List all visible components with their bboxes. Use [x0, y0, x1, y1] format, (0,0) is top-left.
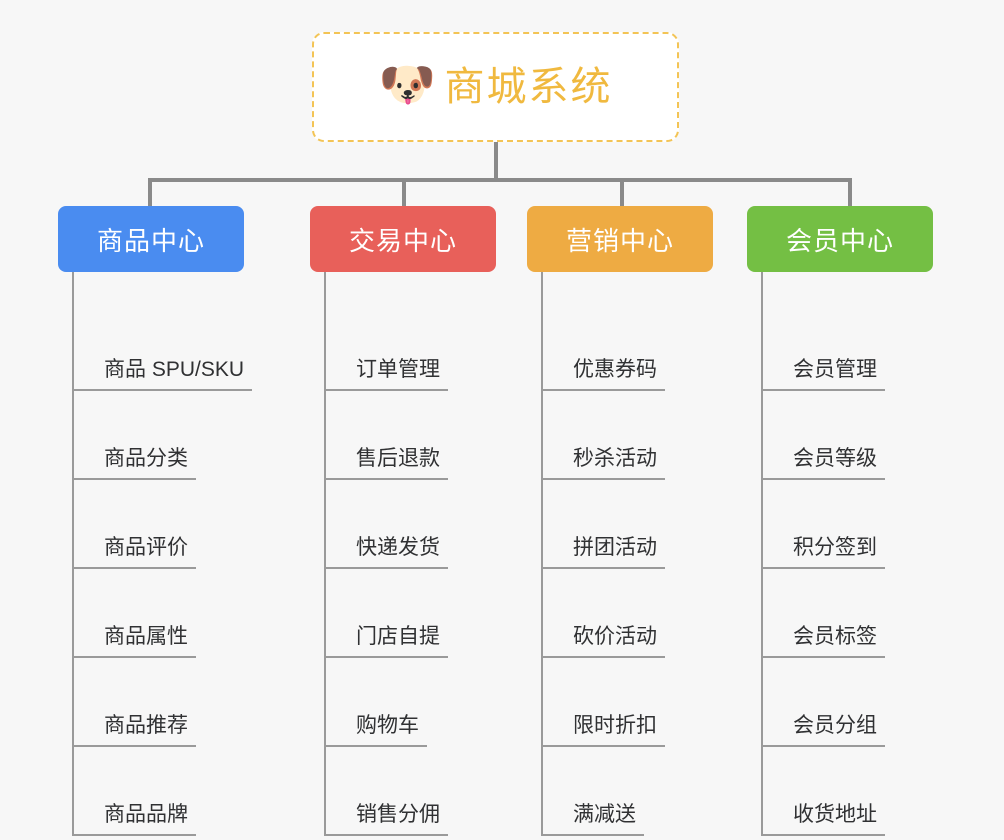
- leaf-list-member-center: 会员管理 会员等级 积分签到 会员标签 会员分组 收货地址: [761, 272, 947, 836]
- leaf-label: 购物车: [326, 713, 427, 747]
- list-item[interactable]: 秒杀活动: [543, 391, 727, 480]
- leaf-label: 快递发货: [326, 535, 448, 569]
- list-item[interactable]: 会员管理: [763, 302, 947, 391]
- category-label: 商品中心: [96, 225, 205, 256]
- list-item[interactable]: 优惠券码: [543, 302, 727, 391]
- list-item[interactable]: 门店自提: [326, 569, 518, 658]
- category-label: 营销中心: [565, 225, 674, 256]
- list-item[interactable]: 商品品牌: [74, 747, 286, 836]
- connector-drop-trade-center: [402, 180, 406, 210]
- leaf-label: 订单管理: [326, 357, 448, 391]
- list-item[interactable]: 购物车: [326, 658, 518, 747]
- list-item[interactable]: 限时折扣: [543, 658, 727, 747]
- connector-drop-member-center: [848, 180, 852, 210]
- column-product-center: 商品中心 商品 SPU/SKU 商品分类 商品评价 商品属性 商品推荐 商品品牌: [58, 206, 286, 836]
- leaf-label: 优惠券码: [543, 357, 665, 391]
- connector-drop-marketing-center: [620, 180, 624, 210]
- category-box-product-center[interactable]: 商品中心: [58, 206, 244, 272]
- leaf-label: 限时折扣: [543, 713, 665, 747]
- list-item[interactable]: 会员等级: [763, 391, 947, 480]
- column-trade-center: 交易中心 订单管理 售后退款 快递发货 门店自提 购物车 销售分佣: [310, 206, 518, 836]
- leaf-label: 商品 SPU/SKU: [74, 357, 253, 391]
- leaf-label: 商品分类: [74, 446, 196, 480]
- leaf-list-marketing-center: 优惠券码 秒杀活动 拼团活动 砍价活动 限时折扣 满减送: [541, 272, 727, 836]
- list-item[interactable]: 会员标签: [763, 569, 947, 658]
- dog-face-icon: 🐶: [378, 58, 436, 110]
- leaf-label: 拼团活动: [543, 535, 665, 569]
- leaf-label: 秒杀活动: [543, 446, 665, 480]
- list-item[interactable]: 收货地址: [763, 747, 947, 836]
- leaf-list-product-center: 商品 SPU/SKU 商品分类 商品评价 商品属性 商品推荐 商品品牌: [72, 272, 286, 836]
- list-item[interactable]: 销售分佣: [326, 747, 518, 836]
- leaf-label: 会员管理: [763, 357, 885, 391]
- leaf-label: 商品属性: [74, 624, 196, 658]
- list-item[interactable]: 商品推荐: [74, 658, 286, 747]
- leaf-label: 售后退款: [326, 446, 448, 480]
- leaf-label: 满减送: [543, 802, 644, 836]
- leaf-label: 积分签到: [763, 535, 885, 569]
- connector-drop-product-center: [148, 180, 152, 210]
- list-item[interactable]: 订单管理: [326, 302, 518, 391]
- column-marketing-center: 营销中心 优惠券码 秒杀活动 拼团活动 砍价活动 限时折扣 满减送: [527, 206, 727, 836]
- list-item[interactable]: 商品 SPU/SKU: [74, 302, 286, 391]
- leaf-label: 商品品牌: [74, 802, 196, 836]
- category-box-marketing-center[interactable]: 营销中心: [527, 206, 713, 272]
- leaf-label: 会员标签: [763, 624, 885, 658]
- category-label: 会员中心: [785, 225, 894, 256]
- leaf-label: 砍价活动: [543, 624, 665, 658]
- list-item[interactable]: 拼团活动: [543, 480, 727, 569]
- leaf-label: 商品推荐: [74, 713, 196, 747]
- column-member-center: 会员中心 会员管理 会员等级 积分签到 会员标签 会员分组 收货地址: [747, 206, 947, 836]
- category-box-member-center[interactable]: 会员中心: [747, 206, 933, 272]
- list-item[interactable]: 商品评价: [74, 480, 286, 569]
- list-item[interactable]: 售后退款: [326, 391, 518, 480]
- leaf-label: 会员分组: [763, 713, 885, 747]
- leaf-label: 销售分佣: [326, 802, 448, 836]
- category-label: 交易中心: [348, 225, 457, 256]
- leaf-label: 商品评价: [74, 535, 196, 569]
- list-item[interactable]: 快递发货: [326, 480, 518, 569]
- list-item[interactable]: 砍价活动: [543, 569, 727, 658]
- root-node[interactable]: 🐶 商城系统: [312, 32, 679, 142]
- category-box-trade-center[interactable]: 交易中心: [310, 206, 496, 272]
- leaf-label: 会员等级: [763, 446, 885, 480]
- list-item[interactable]: 商品分类: [74, 391, 286, 480]
- root-title: 商城系统: [444, 65, 613, 109]
- leaf-label: 收货地址: [763, 802, 885, 836]
- list-item[interactable]: 积分签到: [763, 480, 947, 569]
- leaf-label: 门店自提: [326, 624, 448, 658]
- connector-horizontal-bus: [148, 178, 852, 182]
- list-item[interactable]: 商品属性: [74, 569, 286, 658]
- leaf-list-trade-center: 订单管理 售后退款 快递发货 门店自提 购物车 销售分佣: [324, 272, 518, 836]
- connector-root-stem: [494, 142, 498, 180]
- list-item[interactable]: 会员分组: [763, 658, 947, 747]
- list-item[interactable]: 满减送: [543, 747, 727, 836]
